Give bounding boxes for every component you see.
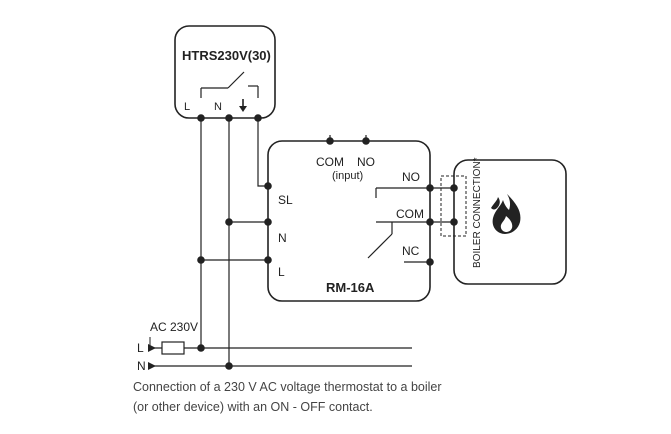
caption-line-1: Connection of a 230 V AC voltage thermos…	[133, 380, 442, 394]
output-nc-label: NC	[402, 244, 420, 258]
flame-icon	[491, 194, 521, 234]
boiler-terminal-block	[440, 175, 467, 237]
junction-dots	[197, 114, 458, 370]
thermostat-title: HTRS230V(30)	[182, 48, 271, 63]
supply-label: AC 230V	[150, 320, 198, 334]
fuse	[161, 341, 185, 355]
boiler-connection-label: BOILER CONNECTION*	[472, 157, 483, 268]
input-no-label: NO	[357, 155, 375, 169]
supply-neutral-label: N	[137, 359, 146, 373]
module-title: RM-16A	[326, 280, 375, 295]
module-terminal-l: L	[278, 265, 285, 279]
thermostat-box	[174, 25, 276, 119]
module-terminal-n: N	[278, 231, 287, 245]
input-com-label: COM	[316, 155, 344, 169]
supply-line-label: L	[137, 341, 144, 355]
output-arrow-icon	[239, 99, 247, 112]
output-no-label: NO	[402, 170, 420, 184]
module-terminal-sl: SL	[278, 193, 293, 207]
wires	[148, 118, 454, 367]
input-caption: (input)	[332, 170, 363, 182]
output-com-label: COM	[396, 207, 424, 221]
thermostat-terminal-n: N	[214, 101, 222, 113]
caption-line-2: (or other device) with an ON - OFF conta…	[133, 400, 373, 414]
thermostat-terminal-l: L	[184, 101, 190, 113]
module-box	[267, 140, 431, 302]
